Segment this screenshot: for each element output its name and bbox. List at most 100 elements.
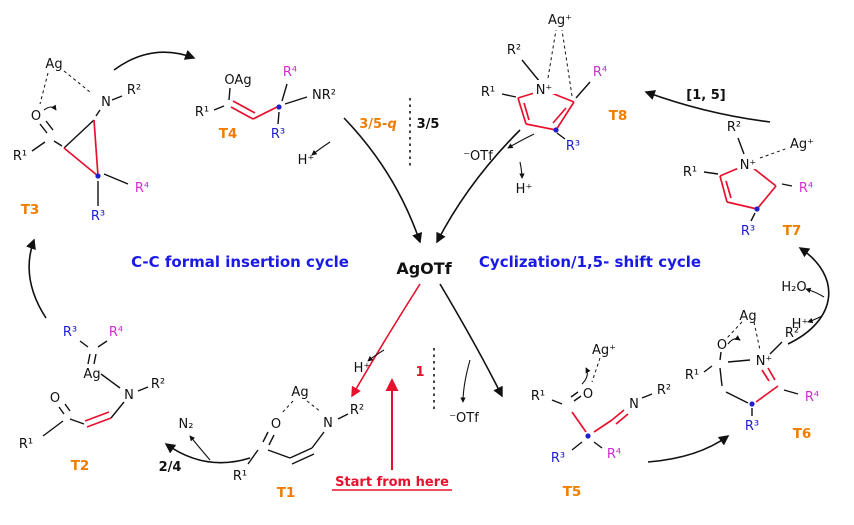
structure-t6: Ag O N⁺ R² R¹ R⁴ R³ T6: [685, 309, 819, 442]
t5-ag-plus: Ag⁺: [592, 343, 616, 358]
t2-n: N: [124, 388, 134, 403]
arrow-release-otf-t8: [507, 133, 535, 149]
t4-bonds: [213, 83, 308, 125]
t5-r1: R¹: [531, 389, 545, 404]
arrow-t2-to-t3: [26, 238, 47, 319]
step-3-5-q-label: 3/5-q: [359, 117, 397, 132]
t7-n-bg: [737, 155, 759, 169]
hplus-t6: H⁺: [792, 317, 809, 332]
arrow-release-hplus-t8: [519, 161, 525, 179]
step-3-5-q-suffix: q: [387, 117, 396, 132]
h2o-label: H₂O: [781, 280, 806, 295]
structure-t4: OAg R¹ R⁴ R³ NR² T4 H⁺ 3/5-q 3/5: [195, 65, 440, 168]
separators: [332, 98, 452, 491]
cycle-arrows: [26, 49, 830, 464]
arrow-t1-to-t2: [164, 443, 251, 464]
t3-stereocenter-dot: [95, 173, 101, 179]
t1-label: T1: [277, 485, 296, 501]
t3-r2: R²: [127, 83, 141, 98]
structure-t3: Ag O N R² R¹ R³ R⁴ T3: [13, 57, 149, 224]
t5-r4: R⁴: [607, 447, 621, 462]
t6-label: T6: [793, 426, 812, 442]
t6-bonds: [703, 321, 799, 416]
right-cycle-title: Cyclization/1,5- shift cycle: [479, 253, 701, 271]
t5-o: O: [583, 387, 593, 402]
arrow-catalyst-to-t1-red: [351, 283, 421, 398]
t1-r1: R¹: [233, 469, 247, 484]
t1-bonds: [247, 400, 349, 465]
hplus-center: H⁺: [354, 361, 371, 376]
t2-bonds: [42, 340, 149, 437]
arrow-release-otf-center: [460, 359, 471, 403]
t7-ag-plus: Ag⁺: [790, 137, 814, 152]
t8-r2: R²: [507, 43, 521, 58]
arrow-release-hplus-t6: [807, 315, 823, 324]
arrow-t7-to-t8: [644, 90, 771, 123]
t8-n-plus: N⁺: [536, 83, 553, 98]
step-2-4-label: 2/4: [159, 460, 182, 475]
catalyst-label: AgOTf: [396, 259, 452, 278]
t7-bonds: [703, 137, 793, 222]
t7-r2: R²: [727, 120, 741, 135]
t8-label: T8: [609, 108, 628, 124]
t6-stereocenter-dot: [749, 401, 755, 407]
start-here-label: Start from here: [335, 475, 449, 490]
t8-n-bg: [533, 80, 555, 94]
arrow-release-hplus-t4: [311, 141, 331, 156]
t8-r1: R¹: [481, 85, 495, 100]
otf-t8: ⁻OTf: [463, 149, 493, 164]
t5-r3: R³: [551, 451, 565, 466]
t8-stereocenter-dot: [553, 127, 559, 133]
t3-label: T3: [21, 202, 40, 218]
t2-r2: R²: [151, 377, 165, 392]
t2-o: O: [50, 391, 60, 406]
t7-stereocenter-dot: [754, 206, 760, 212]
structure-t5: Ag⁺ O R¹ N R² R³ R⁴ T5: [531, 343, 671, 500]
t3-n: N: [101, 95, 111, 110]
t5-bonds: [551, 357, 653, 451]
t4-nr2: NR²: [312, 88, 336, 103]
arrow-release-h2o: [805, 287, 825, 298]
otf-center: ⁻OTf: [449, 411, 479, 426]
t7-r3: R³: [741, 224, 755, 239]
t3-r3: R³: [91, 209, 105, 224]
step-3-5-label: 3/5: [417, 117, 440, 132]
t6-n-plus: N⁺: [756, 354, 773, 369]
structure-t2: R³ R⁴ Ag N R² O R¹ T2 N₂ 2/4: [19, 325, 194, 475]
step-3-5-q-prefix: 3/5-: [359, 117, 387, 132]
n2-label: N₂: [179, 417, 194, 432]
t4-oag: OAg: [224, 73, 251, 88]
t8-r3: R³: [566, 139, 580, 154]
t5-stereocenter-dot: [585, 433, 591, 439]
t4-label: T4: [219, 126, 238, 142]
step-1-label: 1: [415, 365, 424, 380]
t3-r4: R⁴: [135, 181, 149, 196]
t8-bonds: [501, 29, 591, 140]
t7-r4: R⁴: [799, 181, 813, 196]
t4-r1: R¹: [195, 105, 209, 120]
arrow-t3-to-t4: [113, 49, 196, 71]
t8-ag-plus: Ag⁺: [548, 13, 572, 28]
t6-r2: R²: [785, 326, 799, 341]
structure-t1: Ag O N R² R¹ T1: [233, 385, 364, 501]
t7-label: T7: [783, 223, 802, 239]
t1-ag: Ag: [291, 385, 308, 400]
t4-r3: R³: [271, 127, 285, 142]
arrow-catalyst-to-t5: [439, 283, 503, 398]
t2-ag: Ag: [83, 367, 100, 382]
hplus-t8: H⁺: [516, 182, 533, 197]
t6-t7-released-species: H₂O H⁺: [781, 280, 808, 332]
t5-n: N: [629, 397, 639, 412]
arrow-t6-to-t7: [787, 247, 830, 345]
arrow-t5-to-t6: [647, 435, 730, 463]
arrow-release-n2: [189, 435, 211, 461]
branch-arrows: [189, 133, 825, 461]
t3-r1: R¹: [13, 149, 27, 164]
t8-r4: R⁴: [593, 65, 607, 80]
t4-stereocenter-dot: [276, 104, 282, 110]
t5-r2: R²: [657, 383, 671, 398]
t5-label: T5: [563, 484, 582, 500]
t2-r3: R³: [63, 325, 77, 340]
